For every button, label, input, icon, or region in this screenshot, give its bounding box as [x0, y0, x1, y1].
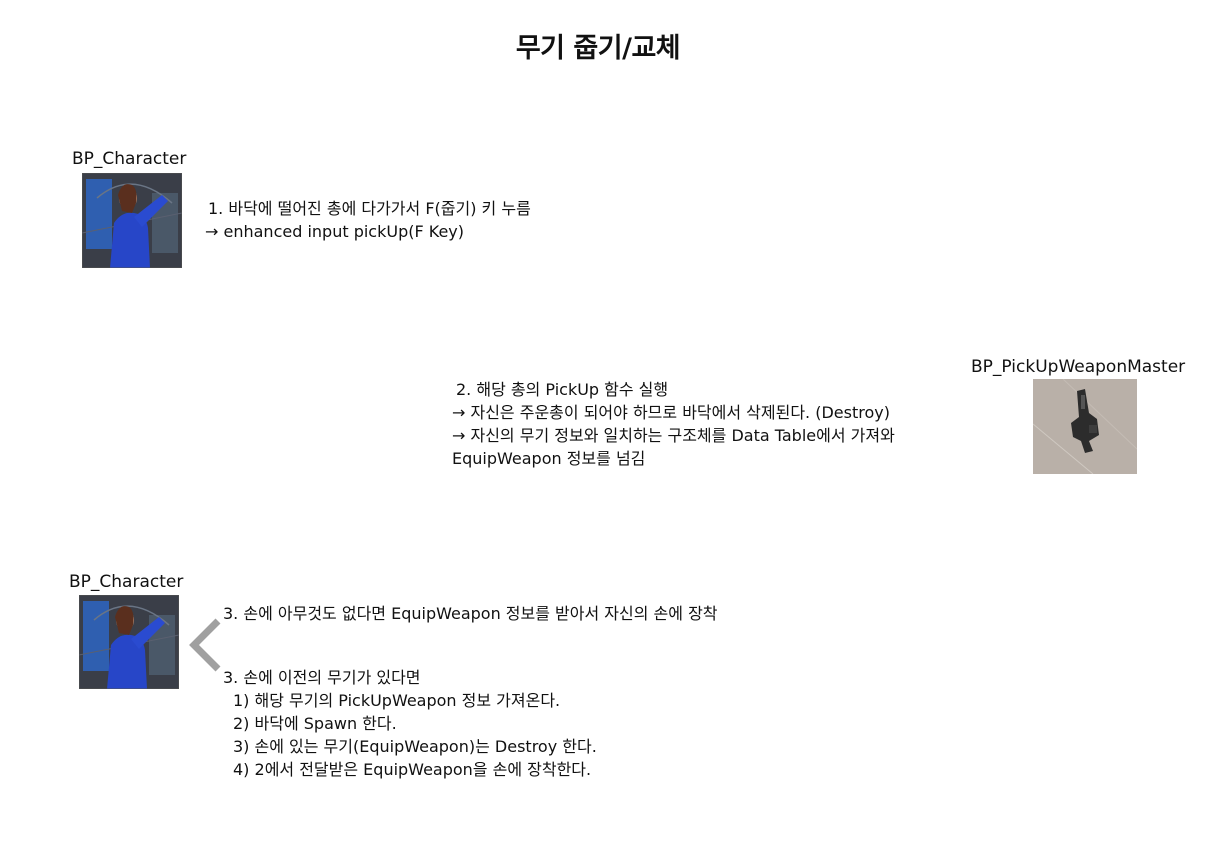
character-label-2: BP_Character — [69, 572, 184, 592]
step1-text: 1. 바닥에 떨어진 총에 다가가서 F(줍기) 키 누름 → enhanced… — [205, 197, 531, 243]
step3a-text: 3. 손에 아무것도 없다면 EquipWeapon 정보를 받아서 자신의 손… — [223, 604, 718, 623]
chevron-left-icon — [186, 617, 222, 673]
step3b-text: 3. 손에 이전의 무기가 있다면 1) 해당 무기의 PickUpWeapon… — [223, 666, 597, 781]
step3b-item: 3) 손에 있는 무기(EquipWeapon)는 Destroy 한다. — [233, 737, 597, 756]
character-label-1: BP_Character — [72, 149, 187, 169]
step2-line2: → 자신은 주운총이 되어야 하므로 바닥에서 삭제된다. (Destroy) — [452, 403, 890, 422]
step3b-heading: 3. 손에 이전의 무기가 있다면 — [223, 668, 421, 687]
weapon-label: BP_PickUpWeaponMaster — [971, 357, 1186, 377]
step1-line2: → enhanced input pickUp(F Key) — [205, 222, 464, 241]
step2-text: 2. 해당 총의 PickUp 함수 실행 → 자신은 주운총이 되어야 하므로… — [452, 378, 895, 470]
step3b-item: 2) 바닥에 Spawn 한다. — [233, 714, 397, 733]
step2-line1: 2. 해당 총의 PickUp 함수 실행 — [456, 380, 669, 399]
step2-line4: EquipWeapon 정보를 넘김 — [452, 449, 646, 468]
step2-line3: → 자신의 무기 정보와 일치하는 구조체를 Data Table에서 가져와 — [452, 426, 895, 445]
step1-line1: 1. 바닥에 떨어진 총에 다가가서 F(줍기) 키 누름 — [208, 199, 531, 218]
weapon-thumbnail — [1033, 379, 1137, 474]
step3b-item: 4) 2에서 전달받은 EquipWeapon을 손에 장착한다. — [233, 760, 592, 779]
step3b-item: 1) 해당 무기의 PickUpWeapon 정보 가져온다. — [233, 691, 561, 710]
page-title: 무기 줍기/교체 — [515, 33, 681, 64]
character-thumbnail-2 — [79, 595, 179, 689]
character-thumbnail-1 — [82, 173, 182, 268]
